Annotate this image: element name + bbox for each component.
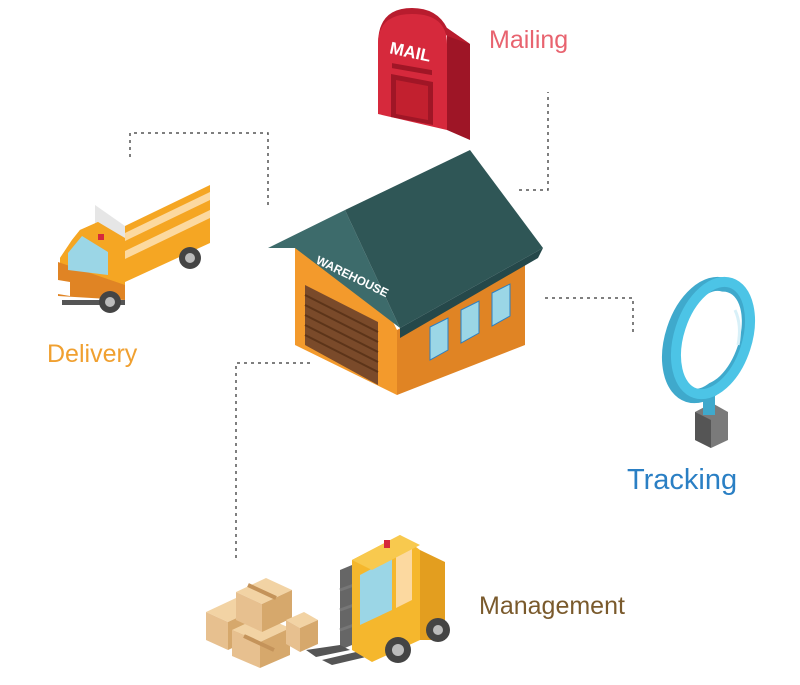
magnifier-icon <box>662 276 755 448</box>
label-delivery: Delivery <box>47 340 138 368</box>
connectors <box>129 92 634 560</box>
delivery-truck-icon <box>58 165 210 313</box>
warehouse-icon: WAREHOUSE <box>268 150 543 395</box>
mailbox-icon: MAIL <box>378 8 470 140</box>
label-management: Management <box>479 592 625 620</box>
connector-mailing <box>519 92 549 191</box>
forklift-icon <box>306 535 450 665</box>
boxes-icon <box>206 578 318 668</box>
connector-tracking <box>545 297 634 333</box>
label-mailing: Mailing <box>489 26 569 54</box>
connector-delivery <box>129 132 269 205</box>
connector-management <box>235 362 310 560</box>
label-tracking: Tracking <box>627 464 738 496</box>
